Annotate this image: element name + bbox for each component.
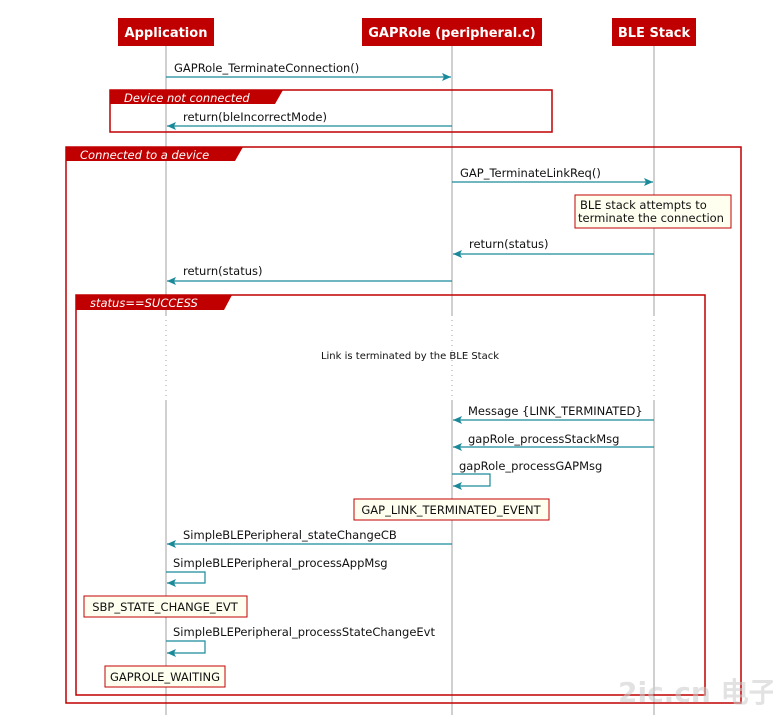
message-label: GAPRole_TerminateConnection()	[174, 61, 359, 75]
note-line: terminate the connection	[578, 211, 724, 225]
message-terminate-connection: GAPRole_TerminateConnection()	[166, 61, 451, 81]
message-label: return(bleIncorrectMode)	[183, 110, 327, 124]
note-gap-link-terminated: GAP_LINK_TERMINATED_EVENT	[353, 498, 550, 521]
message-label: Message {LINK_TERMINATED}	[468, 404, 643, 418]
note-line: BLE stack attempts to	[580, 198, 707, 212]
frame-status-success: status==SUCCESS	[75, 294, 706, 696]
message-label: gapRole_processStackMsg	[468, 432, 619, 446]
message-label: return(status)	[469, 237, 548, 251]
message-process-gap-msg: gapRole_processGAPMsg	[452, 459, 602, 490]
note-ble-stack-attempts: BLE stack attempts to terminate the conn…	[574, 194, 732, 229]
frame-label: Connected to a device	[80, 148, 209, 162]
frame-label: Device not connected	[124, 91, 250, 105]
divider-label: Link is terminated by the BLE Stack	[321, 351, 499, 362]
note-line: GAPROLE_WAITING	[110, 670, 220, 684]
message-return-status-gaprole: return(status)	[167, 264, 452, 285]
message-label: gapRole_processGAPMsg	[459, 459, 602, 473]
message-label: GAP_TerminateLinkReq()	[460, 166, 601, 180]
message-process-stack-msg: gapRole_processStackMsg	[453, 432, 654, 451]
note-gaprole-waiting: GAPROLE_WAITING	[104, 665, 226, 688]
participant-application: Application	[118, 18, 214, 46]
message-state-change-cb: SimpleBLEPeripheral_stateChangeCB	[167, 528, 452, 548]
frame-device-not-connected: Device not connected	[109, 89, 553, 133]
participant-ble-stack-label: BLE Stack	[618, 26, 691, 41]
watermark-logo: 2ic.cn 电子网	[618, 676, 773, 709]
message-label: SimpleBLEPeripheral_processAppMsg	[173, 556, 388, 570]
participant-gaprole-label: GAPRole (peripheral.c)	[368, 26, 536, 41]
note-line: GAP_LINK_TERMINATED_EVENT	[361, 503, 541, 517]
message-terminate-link-req: GAP_TerminateLinkReq()	[452, 166, 653, 186]
message-label: return(status)	[183, 264, 262, 278]
message-label: SimpleBLEPeripheral_processStateChangeEv…	[173, 625, 435, 639]
message-return-status-stack: return(status)	[453, 237, 654, 258]
message-label: SimpleBLEPeripheral_stateChangeCB	[183, 528, 397, 542]
participant-gaprole: GAPRole (peripheral.c)	[362, 18, 542, 46]
participant-application-label: Application	[125, 26, 208, 41]
participant-ble-stack: BLE Stack	[612, 18, 696, 46]
frame-connected: Connected to a device	[65, 146, 742, 704]
message-link-terminated: Message {LINK_TERMINATED}	[453, 404, 654, 424]
note-sbp-state-change: SBP_STATE_CHANGE_EVT	[83, 595, 248, 618]
message-process-app-msg: SimpleBLEPeripheral_processAppMsg	[166, 556, 388, 587]
message-return-incorrect-mode: return(bleIncorrectMode)	[167, 110, 452, 130]
message-process-state-change-evt: SimpleBLEPeripheral_processStateChangeEv…	[166, 625, 435, 657]
note-line: SBP_STATE_CHANGE_EVT	[92, 600, 239, 614]
frame-label: status==SUCCESS	[90, 296, 198, 310]
